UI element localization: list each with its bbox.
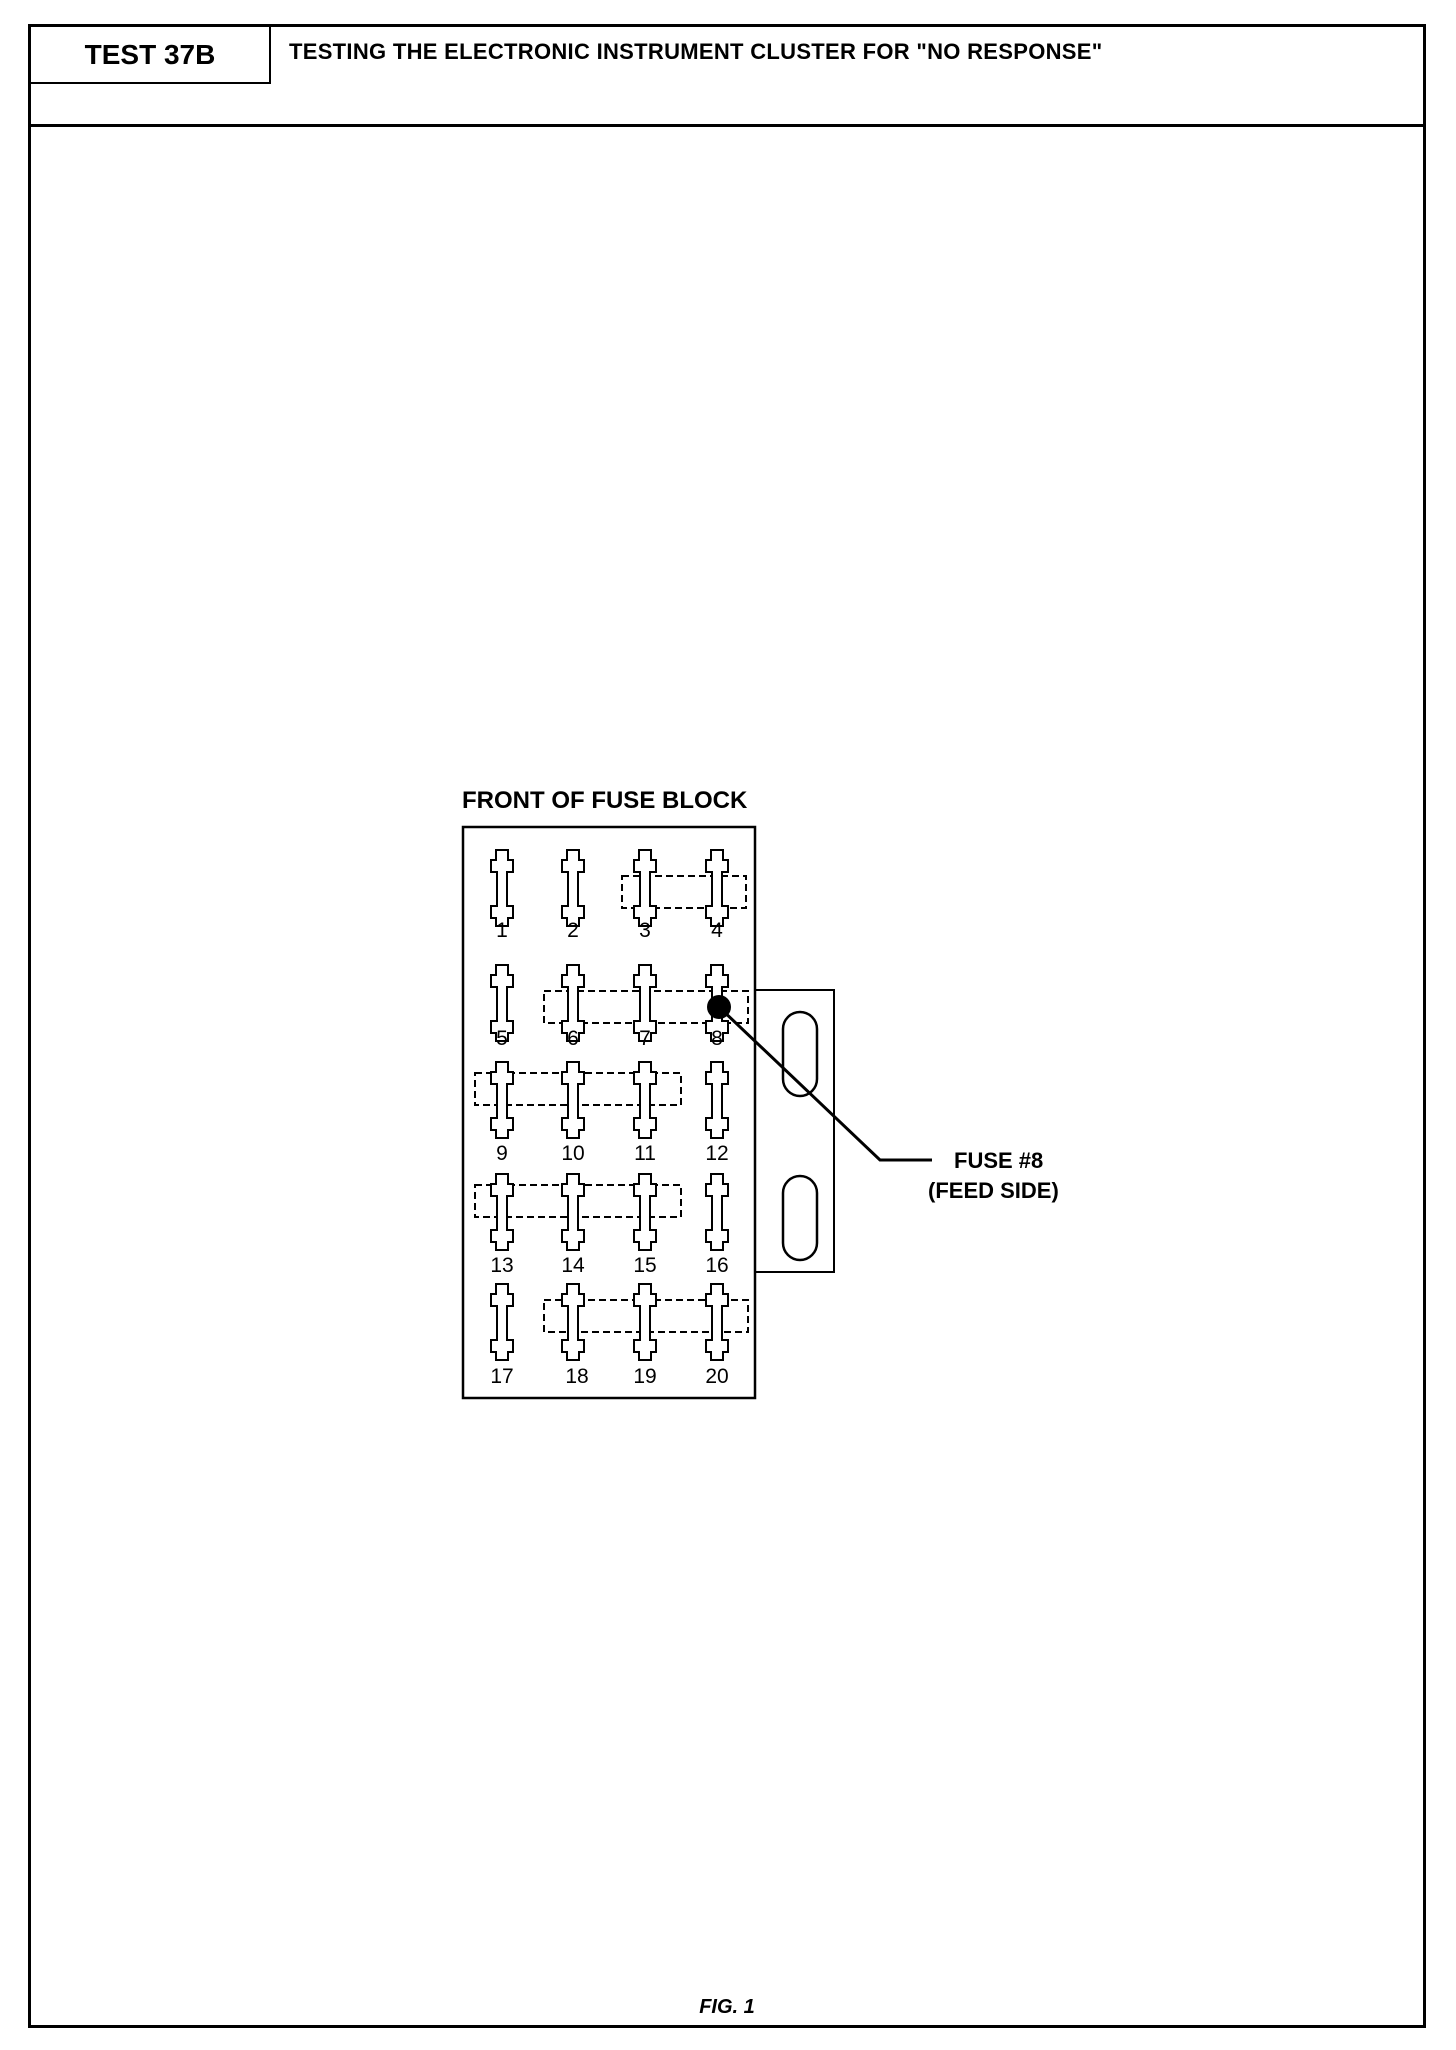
fuse-number-label: 16 <box>705 1254 728 1277</box>
figure-caption: FIG. 1 <box>699 1996 755 2018</box>
fuse-number-label: 9 <box>496 1142 508 1165</box>
fuse-number-label: 10 <box>561 1142 584 1165</box>
page-header: TEST 37B TESTING THE ELECTRONIC INSTRUME… <box>31 27 1423 127</box>
fuse-number-label: 11 <box>634 1142 656 1165</box>
fuse-number-label: 15 <box>633 1254 656 1277</box>
fuse-number-label: 1 <box>496 919 508 942</box>
fuse-number-label: 20 <box>705 1365 728 1388</box>
fuse-number-label: 14 <box>561 1254 585 1277</box>
fuse-number-label: 13 <box>490 1254 513 1277</box>
fuse-block-label: FRONT OF FUSE BLOCK <box>462 787 748 814</box>
callout-feed-side: (FEED SIDE) <box>928 1178 1059 1203</box>
fuse-number-label: 2 <box>567 919 579 942</box>
test-id: TEST 37B <box>31 27 271 84</box>
fuse-number-label: 17 <box>490 1365 513 1388</box>
fuse-number-label: 3 <box>639 919 651 942</box>
fuse-number-label: 7 <box>639 1027 651 1050</box>
fuse-number-label: 18 <box>565 1365 588 1388</box>
callout-leader-line <box>717 1005 932 1162</box>
callout-fuse-8: FUSE #8 <box>954 1148 1043 1173</box>
fuse-number-label: 19 <box>633 1365 656 1388</box>
bus-bar-3-4 <box>621 875 747 909</box>
fuse-number-label: 4 <box>711 919 723 942</box>
fuse-number-label: 8 <box>711 1027 723 1050</box>
page-frame: TEST 37B TESTING THE ELECTRONIC INSTRUME… <box>28 24 1426 2028</box>
fuse-number-label: 5 <box>496 1027 508 1050</box>
test-title: TESTING THE ELECTRONIC INSTRUMENT CLUSTE… <box>289 39 1103 64</box>
bracket-slot-bottom <box>781 1174 819 1262</box>
fuse-number-label: 12 <box>705 1142 728 1165</box>
fuse-number-label: 6 <box>567 1027 579 1050</box>
